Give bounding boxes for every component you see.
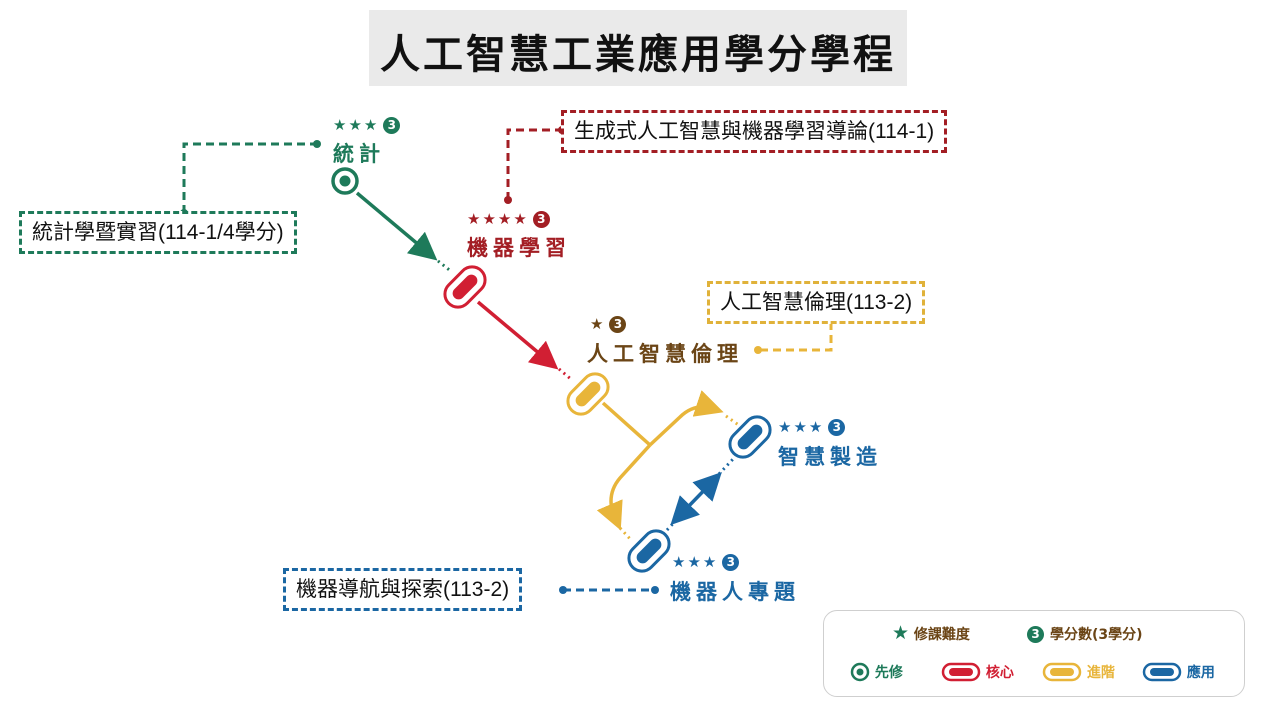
core-pill-icon bbox=[941, 662, 981, 682]
robot-project-rating: ★★★3 bbox=[672, 553, 740, 571]
node-ethics-advanced bbox=[566, 372, 610, 416]
credit-badge: 3 bbox=[722, 554, 740, 571]
difficulty-stars: ★ bbox=[590, 315, 606, 333]
connector-stats-note bbox=[182, 142, 317, 213]
arrow-to-robot-project bbox=[596, 443, 652, 531]
legend-application: 應用 bbox=[1142, 662, 1215, 682]
ml-rating: ★★★★3 bbox=[467, 210, 550, 228]
course-stats-name: 統計 bbox=[333, 142, 385, 166]
node-robot-project-application bbox=[627, 529, 671, 573]
arrow-bidirectional bbox=[670, 471, 722, 526]
course-ml-name: 機器學習 bbox=[467, 236, 571, 260]
star-icon: ★ bbox=[892, 622, 910, 644]
difficulty-stars: ★★★ bbox=[672, 553, 719, 571]
application-pill-icon bbox=[1142, 662, 1182, 682]
node-smart-mfg-application bbox=[728, 415, 772, 459]
arrow-to-smart-mfg bbox=[648, 390, 724, 447]
title-banner: 人工智慧工業應用學分學程 bbox=[369, 10, 907, 86]
note-ai-ethics: 人工智慧倫理(113-2) bbox=[707, 281, 926, 324]
course-smart-mfg-name: 智慧製造 bbox=[778, 445, 882, 469]
credit-badge: 3 bbox=[609, 316, 627, 333]
note-stats-practice: 統計學暨實習(114-1/4學分) bbox=[19, 211, 297, 254]
node-ml-core bbox=[443, 265, 487, 309]
credit-badge-icon: 3 bbox=[1027, 626, 1044, 643]
legend-core: 核心 bbox=[941, 662, 1014, 682]
page-title: 人工智慧工業應用學分學程 bbox=[380, 32, 896, 78]
difficulty-stars: ★★★ bbox=[333, 116, 380, 134]
legend-difficulty: ★ 修課難度 bbox=[892, 622, 970, 644]
difficulty-stars: ★★★★ bbox=[467, 210, 529, 228]
credit-badge: 3 bbox=[532, 211, 550, 228]
legend-advanced: 進階 bbox=[1042, 662, 1115, 682]
arrow-stats-ml bbox=[355, 191, 438, 261]
arrow-ml-ethics bbox=[476, 300, 559, 370]
credit-badge: 3 bbox=[828, 419, 846, 436]
note-genai: 生成式人工智慧與機器學習導論(114-1) bbox=[561, 110, 948, 153]
credit-badge: 3 bbox=[383, 117, 401, 134]
course-ethics-name: 人工智慧倫理 bbox=[587, 342, 743, 366]
note-robot-nav: 機器導航與探索(113-2) bbox=[283, 568, 523, 611]
node-stats-prereq bbox=[331, 167, 359, 195]
connector-genai-note bbox=[506, 128, 562, 200]
connector-ethics-note bbox=[758, 322, 833, 352]
arrow-ethics-split bbox=[601, 401, 652, 447]
advanced-pill-icon bbox=[1042, 662, 1082, 682]
stats-rating: ★★★3 bbox=[333, 116, 401, 134]
difficulty-stars: ★★★ bbox=[778, 418, 825, 436]
course-robot-project-name: 機器人專題 bbox=[670, 580, 800, 604]
smart-mfg-rating: ★★★3 bbox=[778, 418, 846, 436]
legend-prereq: 先修 bbox=[850, 662, 903, 682]
prereq-icon bbox=[850, 662, 870, 682]
ethics-rating: ★3 bbox=[590, 315, 627, 333]
